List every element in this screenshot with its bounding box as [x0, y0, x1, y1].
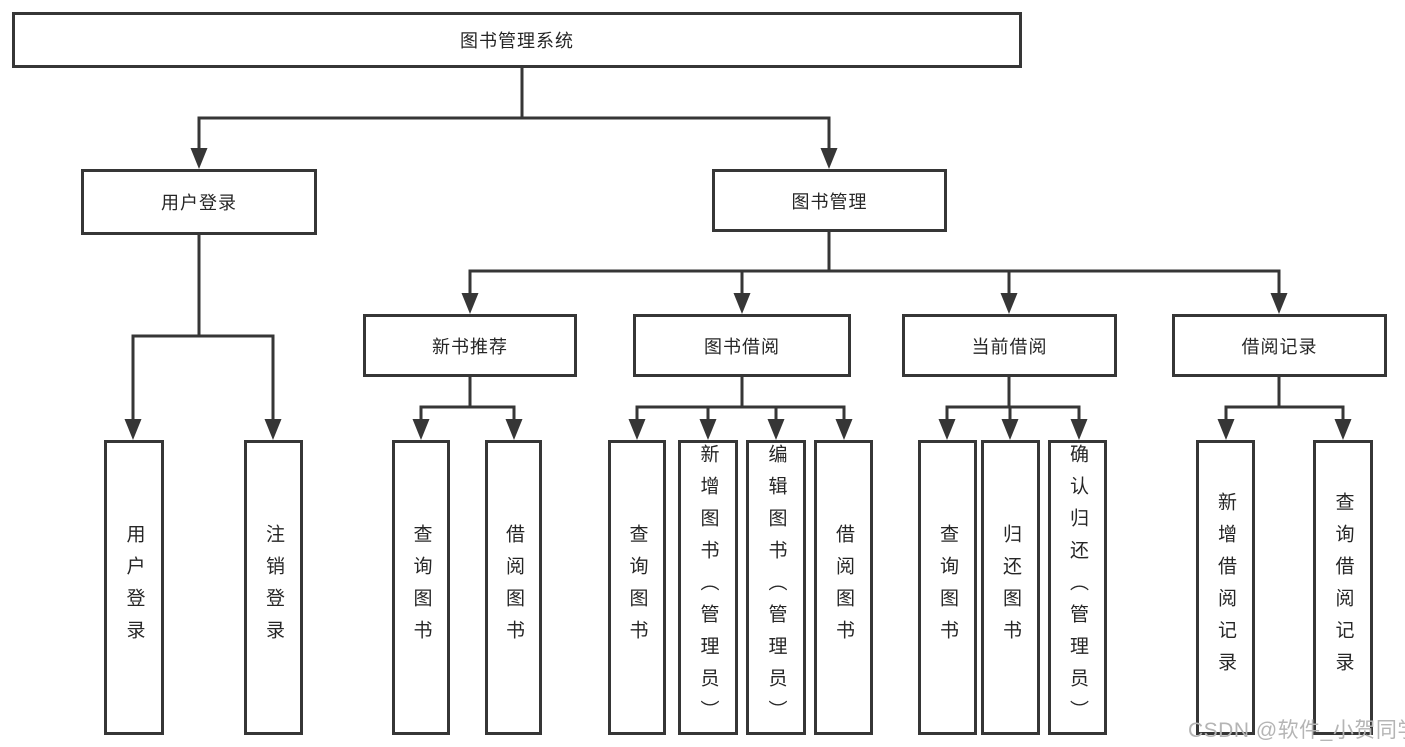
leaf-query-borrow-record: 查询借阅记录 — [1313, 440, 1373, 735]
node-book-borrowing-label: 图书借阅 — [704, 336, 780, 357]
leaf-query-books-recommend: 查询图书 — [392, 440, 450, 735]
leaf-add-borrow-record: 新增借阅记录 — [1196, 440, 1255, 735]
leaf-query-books-current-label: 查询图书 — [937, 523, 958, 652]
node-user-login-label: 用户登录 — [161, 193, 237, 213]
connector-lines — [131, 67, 1345, 424]
leaf-query-books-borrowing: 查询图书 — [608, 440, 666, 735]
node-borrow-records-label: 借阅记录 — [1241, 336, 1318, 357]
leaf-confirm-return-admin: 确认归还（管理员） — [1048, 440, 1107, 735]
leaf-edit-book-admin: 编辑图书（管理员） — [746, 440, 806, 735]
leaf-return-books-label: 归还图书 — [1000, 523, 1021, 652]
leaf-logout: 注销登录 — [244, 440, 303, 735]
leaf-edit-book-admin-label: 编辑图书（管理员） — [765, 443, 787, 732]
node-borrow-records: 借阅记录 — [1172, 314, 1387, 377]
node-root: 图书管理系统 — [12, 12, 1022, 68]
node-new-book-recommend: 新书推荐 — [363, 314, 577, 377]
leaf-borrow-books-recommend: 借阅图书 — [485, 440, 542, 735]
leaf-confirm-return-admin-label: 确认归还（管理员） — [1067, 443, 1088, 732]
leaf-query-books-current: 查询图书 — [918, 440, 977, 735]
leaf-borrow-books-recommend-label: 借阅图书 — [503, 523, 524, 652]
node-current-borrowing: 当前借阅 — [902, 314, 1117, 377]
leaf-add-book-admin: 新增图书（管理员） — [678, 440, 738, 735]
leaf-add-book-admin-label: 新增图书（管理员） — [697, 443, 719, 732]
leaf-borrow-books-label: 借阅图书 — [833, 523, 854, 652]
node-book-management-label: 图书管理 — [791, 191, 868, 212]
node-book-borrowing: 图书借阅 — [633, 314, 851, 377]
leaf-user-login-label: 用户登录 — [123, 523, 145, 652]
node-user-login: 用户登录 — [81, 169, 317, 235]
leaf-user-login: 用户登录 — [104, 440, 164, 735]
leaf-add-borrow-record-label: 新增借阅记录 — [1215, 491, 1236, 684]
leaf-query-borrow-record-label: 查询借阅记录 — [1332, 491, 1354, 684]
node-current-borrowing-label: 当前借阅 — [971, 336, 1048, 357]
leaf-query-books-borrowing-label: 查询图书 — [626, 523, 648, 652]
leaf-return-books: 归还图书 — [981, 440, 1040, 735]
leaf-query-books-recommend-label: 查询图书 — [410, 523, 432, 652]
csdn-watermark: CSDN @软件_小贺同学 — [1188, 719, 1405, 742]
node-book-management: 图书管理 — [712, 169, 947, 232]
arrowheads — [124, 148, 1352, 440]
leaf-borrow-books: 借阅图书 — [814, 440, 873, 735]
leaf-logout-label: 注销登录 — [263, 523, 284, 652]
node-new-book-recommend-label: 新书推荐 — [432, 336, 508, 357]
node-root-label: 图书管理系统 — [460, 31, 574, 51]
